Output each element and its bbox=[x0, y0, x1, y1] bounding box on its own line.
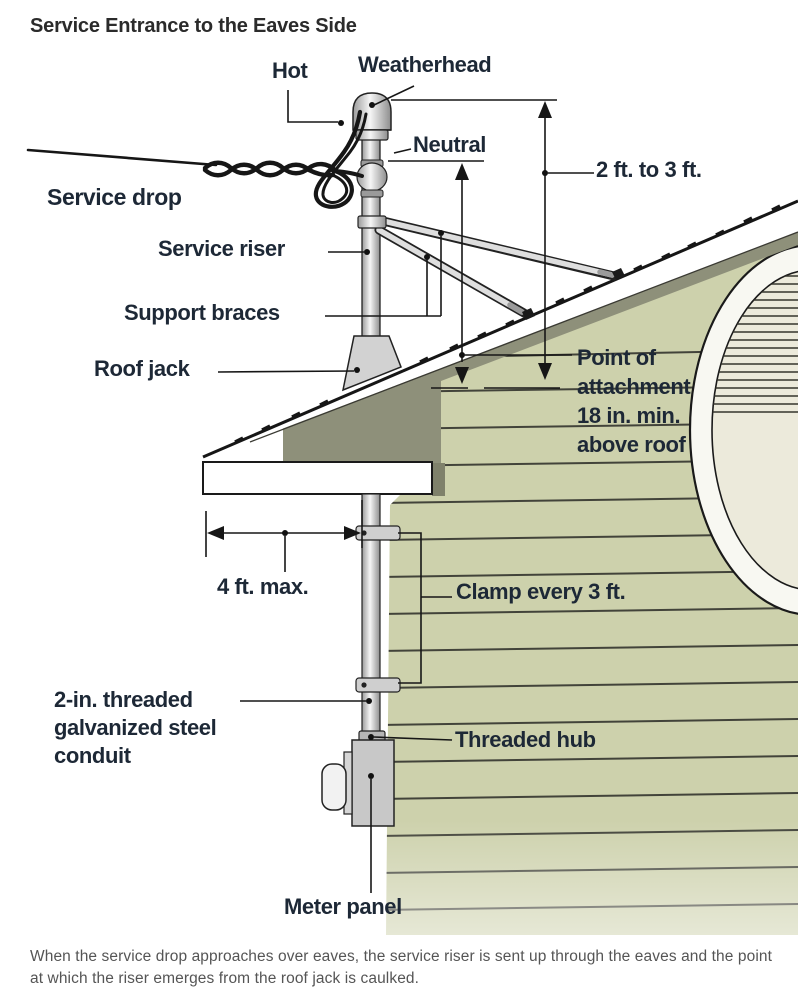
insulator bbox=[356, 159, 388, 198]
brace-foot bbox=[522, 308, 535, 320]
label-hot: Hot bbox=[272, 58, 308, 83]
meter-panel-graphic bbox=[321, 739, 395, 827]
gable-vent bbox=[688, 245, 798, 615]
dimension-lines bbox=[205, 85, 594, 893]
label-meter-panel: Meter panel bbox=[284, 894, 402, 919]
label-point-of-attachment: Point of attachment 18 in. min. above ro… bbox=[577, 345, 691, 457]
roof-shadow-band bbox=[283, 232, 798, 463]
service-drop-wires bbox=[26, 109, 368, 209]
label-service-drop: Service drop bbox=[47, 184, 182, 210]
corner-shadow bbox=[432, 463, 445, 496]
label-weatherhead: Weatherhead bbox=[358, 52, 492, 77]
meter-dome bbox=[321, 763, 347, 811]
page-title: Service Entrance to the Eaves Side bbox=[30, 15, 357, 37]
brace-foot bbox=[612, 268, 625, 280]
siding-fade bbox=[386, 820, 798, 935]
label-neutral: Neutral bbox=[413, 132, 486, 157]
roof-fascia bbox=[202, 199, 798, 459]
label-conduit: 2-in. threaded galvanized steel conduit bbox=[54, 687, 217, 768]
label-2ft-to-3ft: 2 ft. to 3 ft. bbox=[596, 157, 702, 182]
label-clamp-every-3ft: Clamp every 3 ft. bbox=[456, 579, 626, 604]
dimension-arrowheads bbox=[207, 101, 552, 540]
label-threaded-hub: Threaded hub bbox=[455, 727, 596, 752]
label-roof-jack: Roof jack bbox=[94, 356, 190, 381]
eave-fascia bbox=[202, 461, 433, 495]
label-support-braces: Support braces bbox=[124, 300, 280, 325]
label-4ft-max: 4 ft. max. bbox=[217, 574, 309, 599]
label-service-riser: Service riser bbox=[158, 236, 285, 261]
roof-jack-graphic bbox=[341, 335, 402, 392]
shingle-ticks bbox=[234, 204, 781, 444]
figure-caption: When the service drop approaches over ea… bbox=[30, 948, 773, 988]
leader-dots bbox=[282, 102, 548, 779]
conduit-clamp bbox=[355, 677, 401, 693]
support-braces-graphic bbox=[357, 215, 625, 320]
